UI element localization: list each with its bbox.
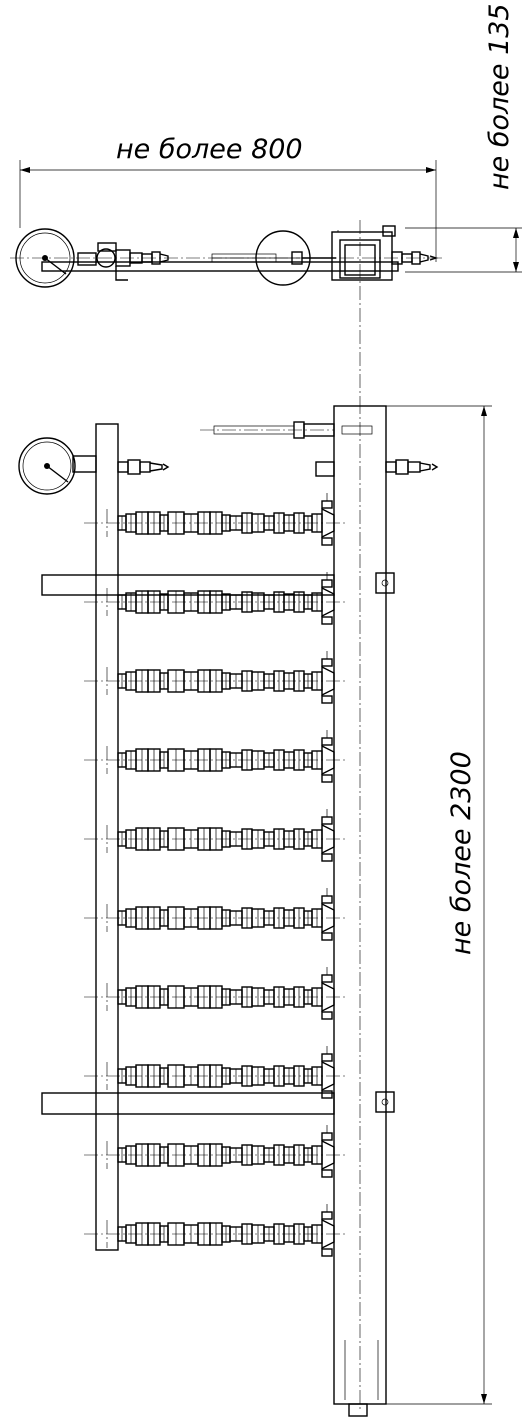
hose-assemblies: [84, 493, 345, 1257]
side-view: [10, 220, 445, 400]
dimension-width: не более 800: [19, 134, 437, 262]
hose-assembly: [84, 730, 345, 783]
pressure-gauge-icon: [18, 437, 97, 495]
hose-assembly: [84, 493, 345, 546]
hose-assembly: [84, 1204, 345, 1257]
dimension-length-label: не более 2300: [446, 751, 477, 955]
hose-assembly: [84, 651, 345, 704]
plan-view: [18, 400, 439, 1417]
hose-assembly: [84, 572, 345, 625]
hose-assembly: [84, 809, 345, 862]
support-beam-bottom: [41, 1091, 395, 1115]
hose-assembly: [84, 967, 345, 1020]
nozzle-fitting-icon: [385, 459, 439, 475]
hose-assembly: [84, 1125, 345, 1178]
dimension-height: не более 135: [405, 3, 522, 273]
dimension-length: не более 2300: [386, 405, 492, 1405]
hose-assembly: [84, 1046, 345, 1099]
support-beam-top: [41, 572, 395, 596]
hose-assembly: [84, 888, 345, 941]
nozzle-fitting-icon: [117, 459, 170, 475]
dimension-height-label: не более 135: [484, 3, 515, 190]
dimension-width-label: не более 800: [116, 134, 303, 165]
